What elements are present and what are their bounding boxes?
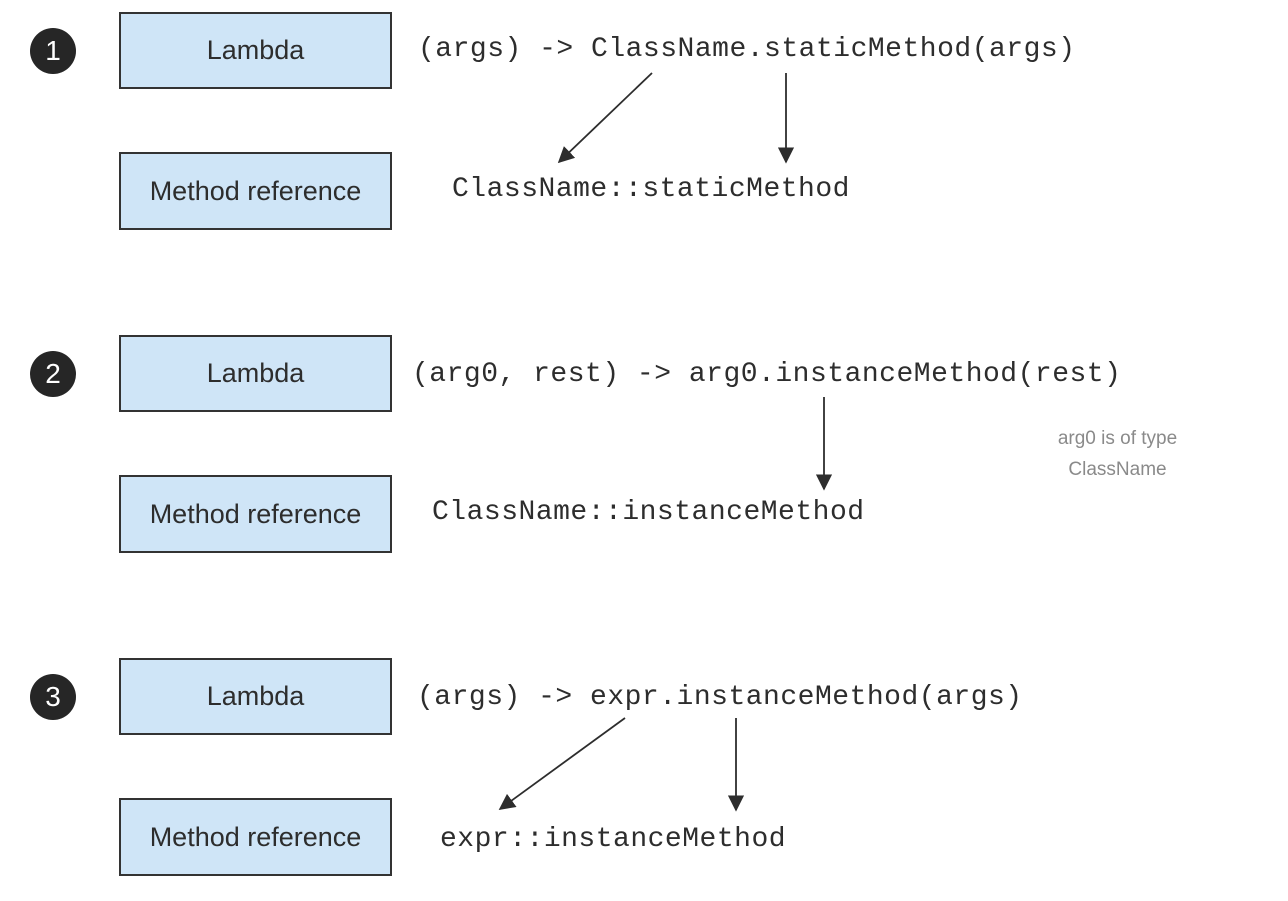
method-reference-box-3-label: Method reference: [149, 821, 362, 852]
lambda-box-2: Lambda: [119, 335, 392, 412]
method-reference-box-2-label: Method reference: [149, 498, 362, 529]
arrow-3-expr-diagonal: [498, 717, 626, 810]
method-reference-code-1: ClassName::staticMethod: [452, 174, 850, 205]
lambda-box-1-label: Lambda: [206, 35, 305, 65]
lambda-code-2: (arg0, rest) -> arg0.instanceMethod(rest…: [412, 359, 1122, 390]
lambda-box-1: Lambda: [119, 12, 392, 89]
method-reference-box-2: Method reference: [119, 475, 392, 553]
method-reference-code-2: ClassName::instanceMethod: [432, 497, 865, 528]
step-badge-3: 3: [30, 674, 76, 720]
arg0-type-note: arg0 is of type ClassName: [1020, 423, 1215, 485]
lambda-box-3-label: Lambda: [206, 681, 305, 711]
step-badge-2: 2: [30, 351, 76, 397]
method-reference-box-1: Method reference: [119, 152, 392, 230]
arg0-type-note-line1: arg0 is of type: [1057, 428, 1178, 449]
method-reference-code-3: expr::instanceMethod: [440, 824, 787, 855]
lambda-box-3: Lambda: [119, 658, 392, 735]
lambda-box-2-label: Lambda: [206, 358, 305, 388]
arrow-1-classname-diagonal: [557, 72, 653, 164]
lambda-code-3: (args) -> expr.instanceMethod(args): [417, 682, 1023, 713]
arg0-type-note-line2: ClassName: [1068, 459, 1167, 480]
step-badge-1: 1: [30, 28, 76, 74]
method-reference-box-3: Method reference: [119, 798, 392, 876]
lambda-code-1: (args) -> ClassName.staticMethod(args): [418, 34, 1076, 65]
method-reference-box-1-label: Method reference: [149, 175, 362, 206]
